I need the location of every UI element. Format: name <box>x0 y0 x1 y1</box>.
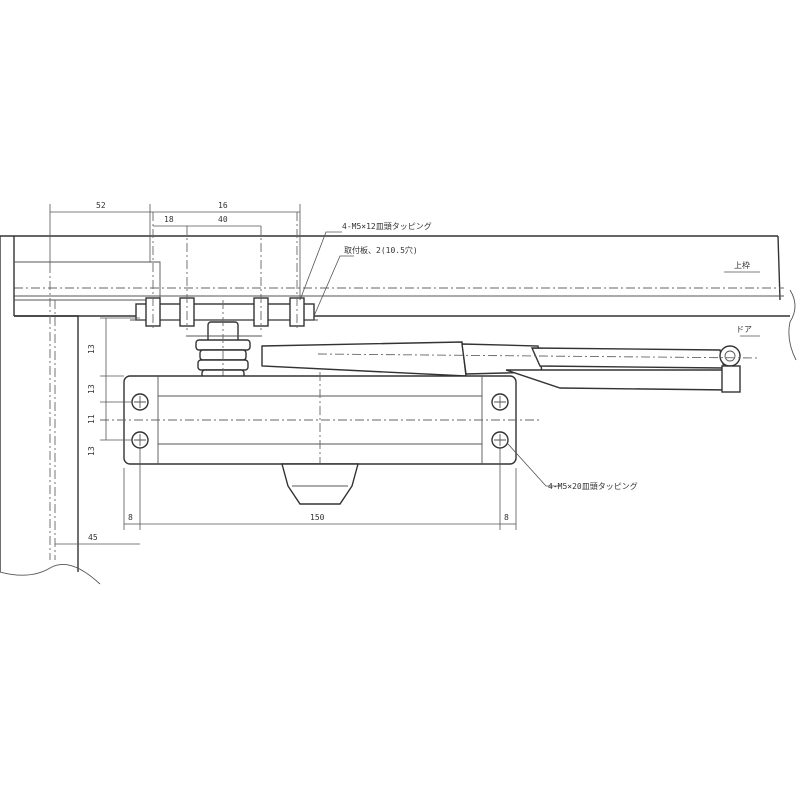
dimension-labels: 52 16 18 40 13 13 11 13 8 150 8 45 <box>87 201 509 542</box>
upper-frame-label: 上枠 <box>734 260 750 270</box>
top-screw-note: 4-M5×12皿頭タッピング <box>342 221 432 231</box>
dim-18: 18 <box>164 215 174 224</box>
left-jamb <box>0 236 161 585</box>
dim-45: 45 <box>88 533 98 542</box>
arm-assembly <box>261 341 759 393</box>
door-label: ドア <box>736 325 752 334</box>
dimension-lines <box>49 204 517 545</box>
dim-13-a: 13 <box>87 344 96 354</box>
closer-body <box>100 372 540 478</box>
dim-13-c: 13 <box>87 446 96 456</box>
annotation-labels: 4-M5×12皿頭タッピング 取付板、2(10.5穴) 4-M5×20皿頭タッピ… <box>342 221 752 491</box>
leader-lines <box>299 231 760 487</box>
dim-8-right: 8 <box>504 513 509 522</box>
dim-11: 11 <box>87 414 96 424</box>
screw-top-right <box>491 393 509 411</box>
screw-top-left <box>131 393 149 411</box>
dim-8-left: 8 <box>128 513 133 522</box>
bracket-note: 取付板、2(10.5穴) <box>344 245 418 255</box>
screw-bottom-right <box>491 431 509 449</box>
dim-16: 16 <box>218 201 228 210</box>
dim-52: 52 <box>96 201 106 210</box>
valve-cap <box>281 463 359 505</box>
dim-150: 150 <box>310 513 325 522</box>
mounting-bracket <box>130 212 318 330</box>
dim-40: 40 <box>218 215 228 224</box>
screw-bottom-left <box>131 431 149 449</box>
bottom-screw-note: 4-M5×20皿頭タッピング <box>548 481 638 491</box>
dim-13-b: 13 <box>87 384 96 394</box>
